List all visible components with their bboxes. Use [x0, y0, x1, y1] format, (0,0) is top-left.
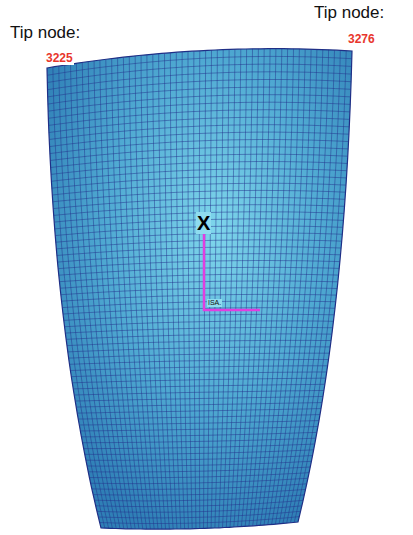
tip-label: Tip node:: [9, 24, 81, 43]
axis-line: [203, 309, 260, 312]
mesh-lines: [47, 49, 352, 529]
tip-label: Tip node:: [313, 4, 385, 23]
axis-line: [203, 232, 206, 311]
node-number: 3225: [45, 52, 74, 65]
axis-label: X: [196, 212, 211, 234]
node-number: 3276: [347, 33, 376, 46]
axis-tag: ISA.: [207, 299, 222, 307]
blade-surface: [47, 49, 352, 529]
